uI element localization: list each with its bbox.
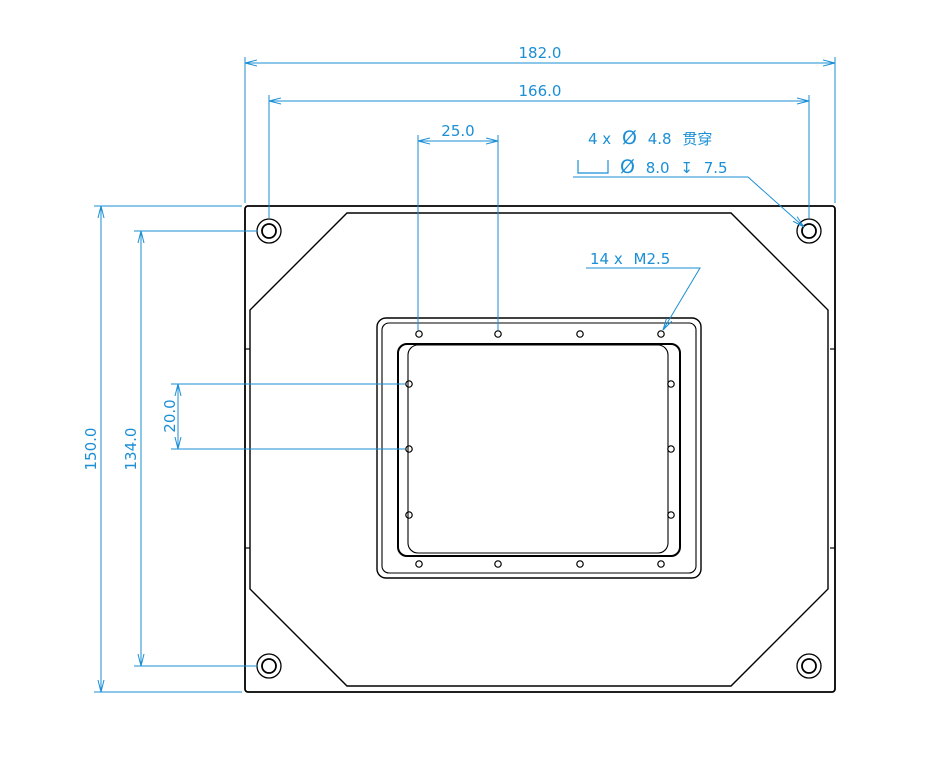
tapped-hole <box>494 560 502 568</box>
callout-depth: 7.5 <box>704 159 728 177</box>
diameter-symbol-icon: Ø <box>622 127 637 149</box>
dimension-label: 182.0 <box>519 44 562 62</box>
mounting-hole <box>796 653 822 679</box>
tapped-hole <box>657 560 665 568</box>
dimension-label: 166.0 <box>519 82 562 100</box>
svg-text:Ø 8.0 ↧ 7.5: Ø 8.0 ↧ 7.5 <box>620 156 728 178</box>
dimension-overall-height: 150.0 <box>82 205 242 693</box>
dimension-label: 20.0 <box>161 399 179 432</box>
callout-count: 14 x <box>590 250 623 268</box>
callout-thread: M2.5 <box>634 250 671 268</box>
tapped-hole <box>405 380 413 388</box>
diameter-symbol-icon: Ø <box>620 156 635 178</box>
part-outline <box>244 205 836 693</box>
tapped-hole <box>657 330 665 338</box>
dimension-label: 150.0 <box>82 428 100 471</box>
callout-tapped-hole: 14 x M2.5 <box>586 250 701 330</box>
window-recess <box>397 343 681 557</box>
dimension-tap-spacing-x: 25.0 <box>417 122 499 330</box>
dimension-hole-spacing-x: 166.0 <box>268 82 810 218</box>
callout-type: 贯穿 <box>682 130 712 148</box>
depth-symbol-icon: ↧ <box>680 159 693 177</box>
svg-text:14 x M2.5: 14 x M2.5 <box>590 250 670 268</box>
dimension-tap-spacing-y: 20.0 <box>161 383 405 450</box>
mounting-hole <box>796 218 822 244</box>
mounting-holes <box>256 218 822 679</box>
tapped-hole <box>405 445 413 453</box>
leader-line <box>573 176 804 227</box>
callout-diameter: 4.8 <box>648 130 672 148</box>
tapped-hole <box>415 330 423 338</box>
callout-through-hole: 4 x Ø 4.8 贯穿 Ø 8.0 ↧ 7.5 <box>573 127 804 227</box>
mounting-hole <box>256 218 282 244</box>
tapped-hole <box>576 330 584 338</box>
window-inner-frame <box>381 322 697 574</box>
dimension-label: 134.0 <box>122 428 140 471</box>
window-outer-frame <box>376 317 702 579</box>
tapped-hole <box>667 511 675 519</box>
tapped-hole <box>494 330 502 338</box>
tapped-hole <box>667 445 675 453</box>
mounting-hole <box>256 653 282 679</box>
dimension-label: 25.0 <box>441 122 474 140</box>
counterbore-icon <box>577 160 609 174</box>
callout-diameter: 8.0 <box>646 159 670 177</box>
leader-line <box>586 267 701 330</box>
dimension-hole-spacing-y: 134.0 <box>122 230 258 667</box>
window-glass <box>407 344 669 554</box>
dimension-overall-width: 182.0 <box>244 44 836 203</box>
svg-text:4 x Ø 4.8 贯穿: 4 x Ø 4.8 贯穿 <box>588 127 712 149</box>
tapped-hole <box>576 560 584 568</box>
callout-count: 4 x <box>588 130 611 148</box>
tapped-holes <box>405 330 675 568</box>
chamfered-top-face <box>249 212 829 687</box>
edge-step-marks <box>245 348 835 549</box>
tapped-hole <box>405 511 413 519</box>
tapped-hole <box>667 380 675 388</box>
tapped-hole <box>415 560 423 568</box>
